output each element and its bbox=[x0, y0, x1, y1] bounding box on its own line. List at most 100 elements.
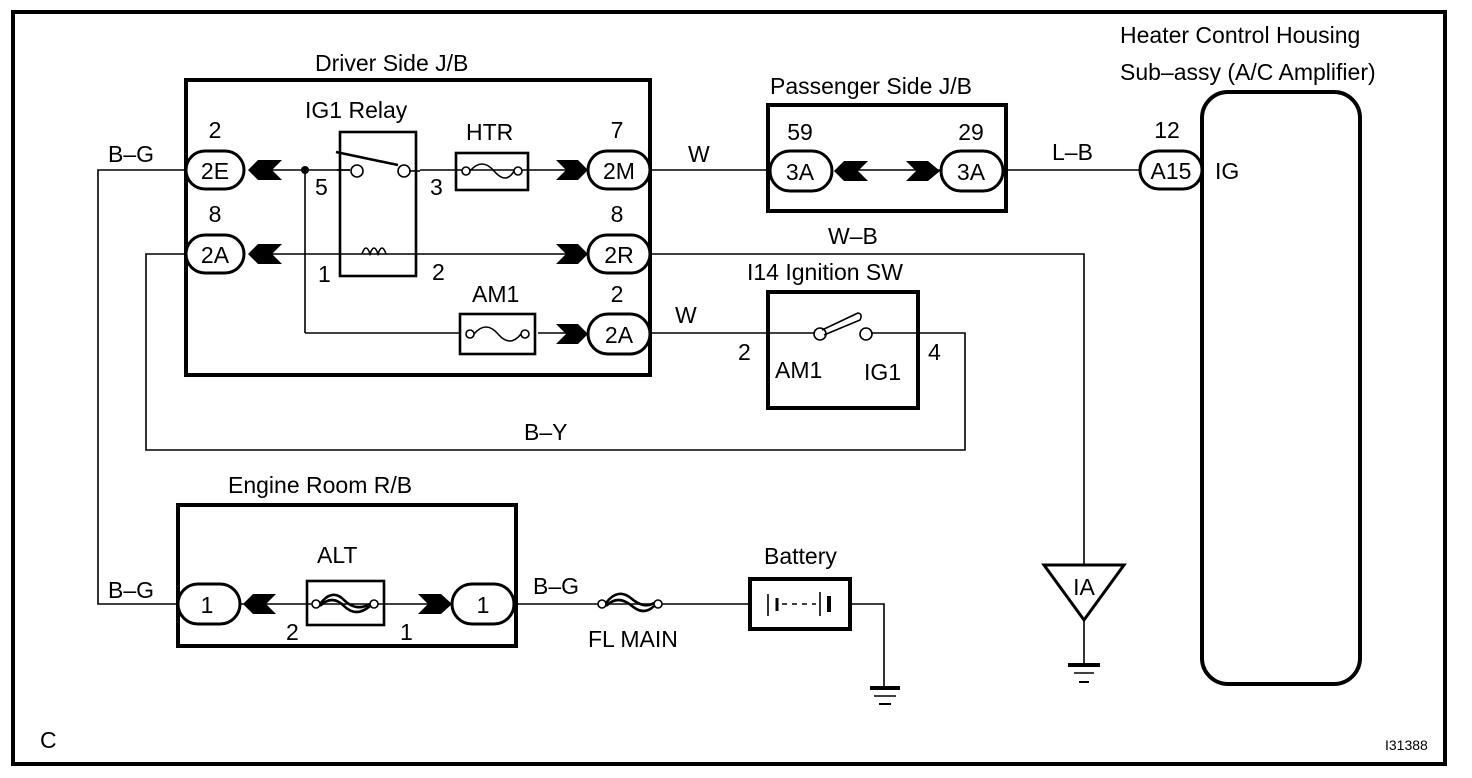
relay-pin-1: 1 bbox=[318, 261, 331, 287]
passenger-side-jb-box bbox=[766, 103, 1008, 213]
ground-icon bbox=[1068, 663, 1100, 683]
female-terminal-icon bbox=[248, 160, 282, 180]
alt-fuse-box bbox=[305, 579, 386, 627]
heater-control-housing-box bbox=[1200, 90, 1362, 686]
driver-side-jb-box bbox=[184, 78, 652, 377]
svg-text:3A: 3A bbox=[786, 159, 815, 185]
ground-icon bbox=[870, 686, 900, 705]
wire-by bbox=[145, 253, 966, 451]
heater-terminal-ig: IG bbox=[1215, 158, 1239, 184]
relay-contact-icon bbox=[350, 164, 364, 178]
svg-text:7: 7 bbox=[611, 117, 624, 143]
connector-2a-right: 2A 2 bbox=[556, 281, 652, 356]
wire-wb bbox=[650, 253, 1085, 568]
fl-main-terminal-icon bbox=[597, 599, 607, 609]
wire-label-w: W bbox=[688, 141, 710, 167]
relay-pin-2: 2 bbox=[432, 259, 445, 285]
relay-switch-blade-icon bbox=[335, 150, 399, 167]
svg-text:1: 1 bbox=[477, 592, 490, 618]
fuse-terminal-icon bbox=[311, 599, 321, 609]
male-terminal-icon bbox=[556, 160, 588, 180]
connector-a15: A15 12 bbox=[1138, 117, 1204, 191]
connector-2e: 2E 2 bbox=[184, 117, 282, 191]
female-terminal-icon bbox=[834, 161, 868, 181]
svg-text:12: 12 bbox=[1154, 117, 1180, 143]
svg-text:2M: 2M bbox=[603, 158, 635, 184]
passenger-side-jb-title: Passenger Side J/B bbox=[770, 73, 972, 99]
svg-text:2: 2 bbox=[611, 281, 624, 307]
svg-text:2A: 2A bbox=[201, 242, 230, 268]
connector-2r: 2R 8 bbox=[556, 201, 652, 275]
wire-label-w: W bbox=[675, 302, 697, 328]
ignition-term-am1: AM1 bbox=[775, 357, 822, 383]
relay-pin-3: 3 bbox=[430, 174, 443, 200]
ignition-switch-title: I14 Ignition SW bbox=[747, 259, 903, 285]
wire-bg-main bbox=[97, 169, 186, 605]
heater-control-title-2: Sub–assy (A/C Amplifier) bbox=[1120, 59, 1376, 85]
battery-label: Battery bbox=[764, 543, 837, 569]
connector-1-right: 1 bbox=[418, 582, 516, 626]
connector-2a-left: 2A 8 bbox=[184, 201, 282, 275]
fuse-terminal-icon bbox=[513, 166, 523, 176]
htr-fuse-label: HTR bbox=[466, 119, 513, 145]
male-terminal-icon bbox=[556, 324, 588, 344]
svg-text:2E: 2E bbox=[201, 158, 229, 184]
htr-fuse-box bbox=[454, 151, 530, 192]
svg-text:8: 8 bbox=[209, 201, 222, 227]
driver-side-jb-title: Driver Side J/B bbox=[315, 50, 468, 76]
male-terminal-icon bbox=[418, 594, 452, 614]
ignition-switch-box bbox=[766, 290, 920, 410]
fuse-terminal-icon bbox=[461, 166, 471, 176]
svg-text:2R: 2R bbox=[604, 242, 633, 268]
wire-label-by: B–Y bbox=[524, 419, 567, 445]
battery-box bbox=[748, 577, 852, 631]
svg-text:2A: 2A bbox=[605, 322, 634, 348]
wire-label-wb: W–B bbox=[828, 223, 878, 249]
svg-text:3A: 3A bbox=[957, 159, 986, 185]
fuse-terminal-icon bbox=[465, 329, 475, 339]
fl-main-terminal-icon bbox=[653, 599, 663, 609]
relay-contact-icon bbox=[397, 164, 411, 178]
ignition-pin-2: 2 bbox=[738, 339, 751, 365]
figure-id: I31388 bbox=[1385, 737, 1428, 753]
svg-text:IA: IA bbox=[1073, 574, 1095, 600]
ignition-contact-icon bbox=[859, 327, 873, 341]
female-terminal-icon bbox=[248, 244, 282, 264]
fuse-terminal-icon bbox=[520, 329, 530, 339]
wire-label-bg: B–G bbox=[108, 141, 154, 167]
corner-label: C bbox=[40, 727, 57, 753]
am1-fuse-label: AM1 bbox=[472, 281, 519, 307]
ignition-switch-lever-icon bbox=[821, 312, 862, 336]
svg-text:1: 1 bbox=[201, 592, 214, 618]
relay-coil-icon bbox=[361, 247, 387, 257]
am1-fuse-box bbox=[458, 312, 537, 356]
diagram-frame bbox=[11, 10, 1447, 766]
engine-room-rb-box bbox=[176, 503, 518, 648]
ignition-pin-4: 4 bbox=[928, 339, 941, 365]
fuse-terminal-icon bbox=[369, 599, 379, 609]
female-terminal-icon bbox=[243, 594, 276, 614]
battery-icon bbox=[767, 592, 831, 616]
heater-control-title-1: Heater Control Housing bbox=[1120, 22, 1360, 48]
wire-label-bg: B–G bbox=[533, 573, 579, 599]
svg-text:29: 29 bbox=[958, 119, 984, 145]
connector-2m: 2M 7 bbox=[556, 117, 652, 191]
connector-3a-right: 3A 29 bbox=[906, 119, 1005, 193]
fl-main-fusible-link-icon bbox=[604, 592, 655, 613]
relay-pin-5: 5 bbox=[315, 174, 328, 200]
fusible-link-icon bbox=[318, 593, 371, 614]
male-terminal-icon bbox=[906, 161, 940, 181]
ig1-relay-title: IG1 Relay bbox=[305, 97, 408, 123]
fuse-icon bbox=[473, 326, 522, 342]
junction-dot bbox=[301, 166, 309, 174]
alt-pin-1: 1 bbox=[400, 619, 413, 645]
wire-label-bg: B–G bbox=[108, 577, 154, 603]
svg-text:8: 8 bbox=[611, 201, 624, 227]
connector-1-left: 1 bbox=[176, 582, 276, 626]
wire-battery-ground bbox=[850, 603, 885, 688]
connector-3a-left: 3A 59 bbox=[768, 119, 868, 193]
alt-pin-2: 2 bbox=[286, 619, 299, 645]
svg-text:59: 59 bbox=[787, 119, 813, 145]
engine-room-rb-title: Engine Room R/B bbox=[228, 472, 412, 498]
